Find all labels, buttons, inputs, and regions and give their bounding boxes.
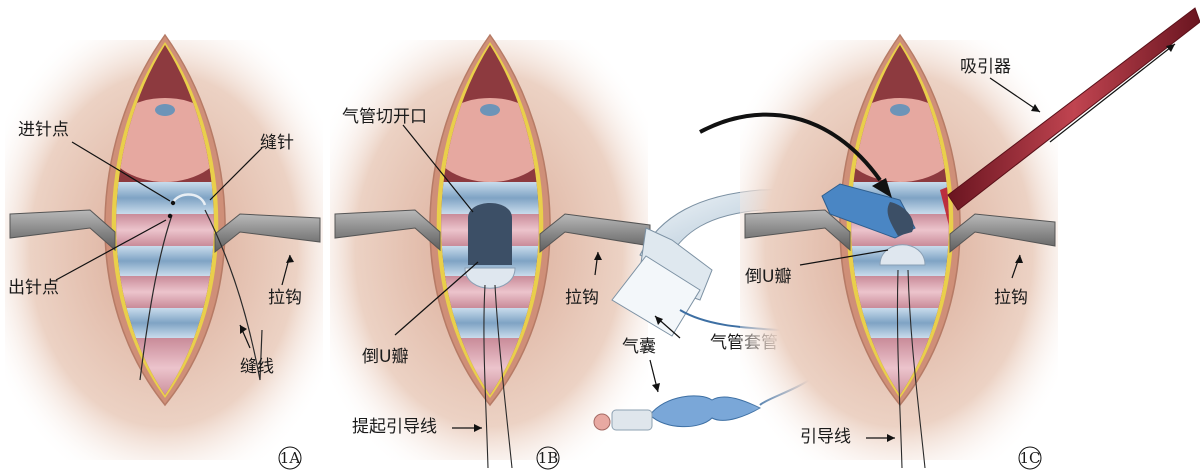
label-cuff: 气囊 [622,337,656,357]
label-tracheostomy-opening: 气管切开口 [342,107,427,127]
label-suction: 吸引器 [960,57,1011,77]
label-suture-needle: 缝针 [260,133,294,153]
label-retractor-c: 拉钩 [994,288,1028,308]
panel-1c: 吸引器 倒U瓣 拉钩 引导线 1C [700,8,1200,469]
tracheostomy-opening [468,203,512,265]
label-inverted-u-flap-c: 倒U瓣 [745,267,791,287]
label-retractor-a: 拉钩 [268,288,302,308]
label-suture-thread: 缝线 [240,357,274,377]
label-inverted-u-flap-b: 倒U瓣 [362,347,408,367]
label-exit-point: 出针点 [8,278,59,298]
motion-arrow [1050,44,1175,142]
label-lift-guide-thread: 提起引导线 [352,417,437,437]
panel-tag-a: 1A [280,449,301,467]
panel-1a: 进针点 缝针 出针点 拉钩 缝线 1A [5,35,323,469]
panel-tag-b: 1B [538,449,559,467]
label-guide-thread: 引导线 [800,427,851,447]
label-entry-point: 进针点 [18,120,69,140]
cuff-valve [612,410,652,430]
panel-tag-c: 1C [1019,449,1040,467]
label-retractor-b: 拉钩 [565,288,599,308]
